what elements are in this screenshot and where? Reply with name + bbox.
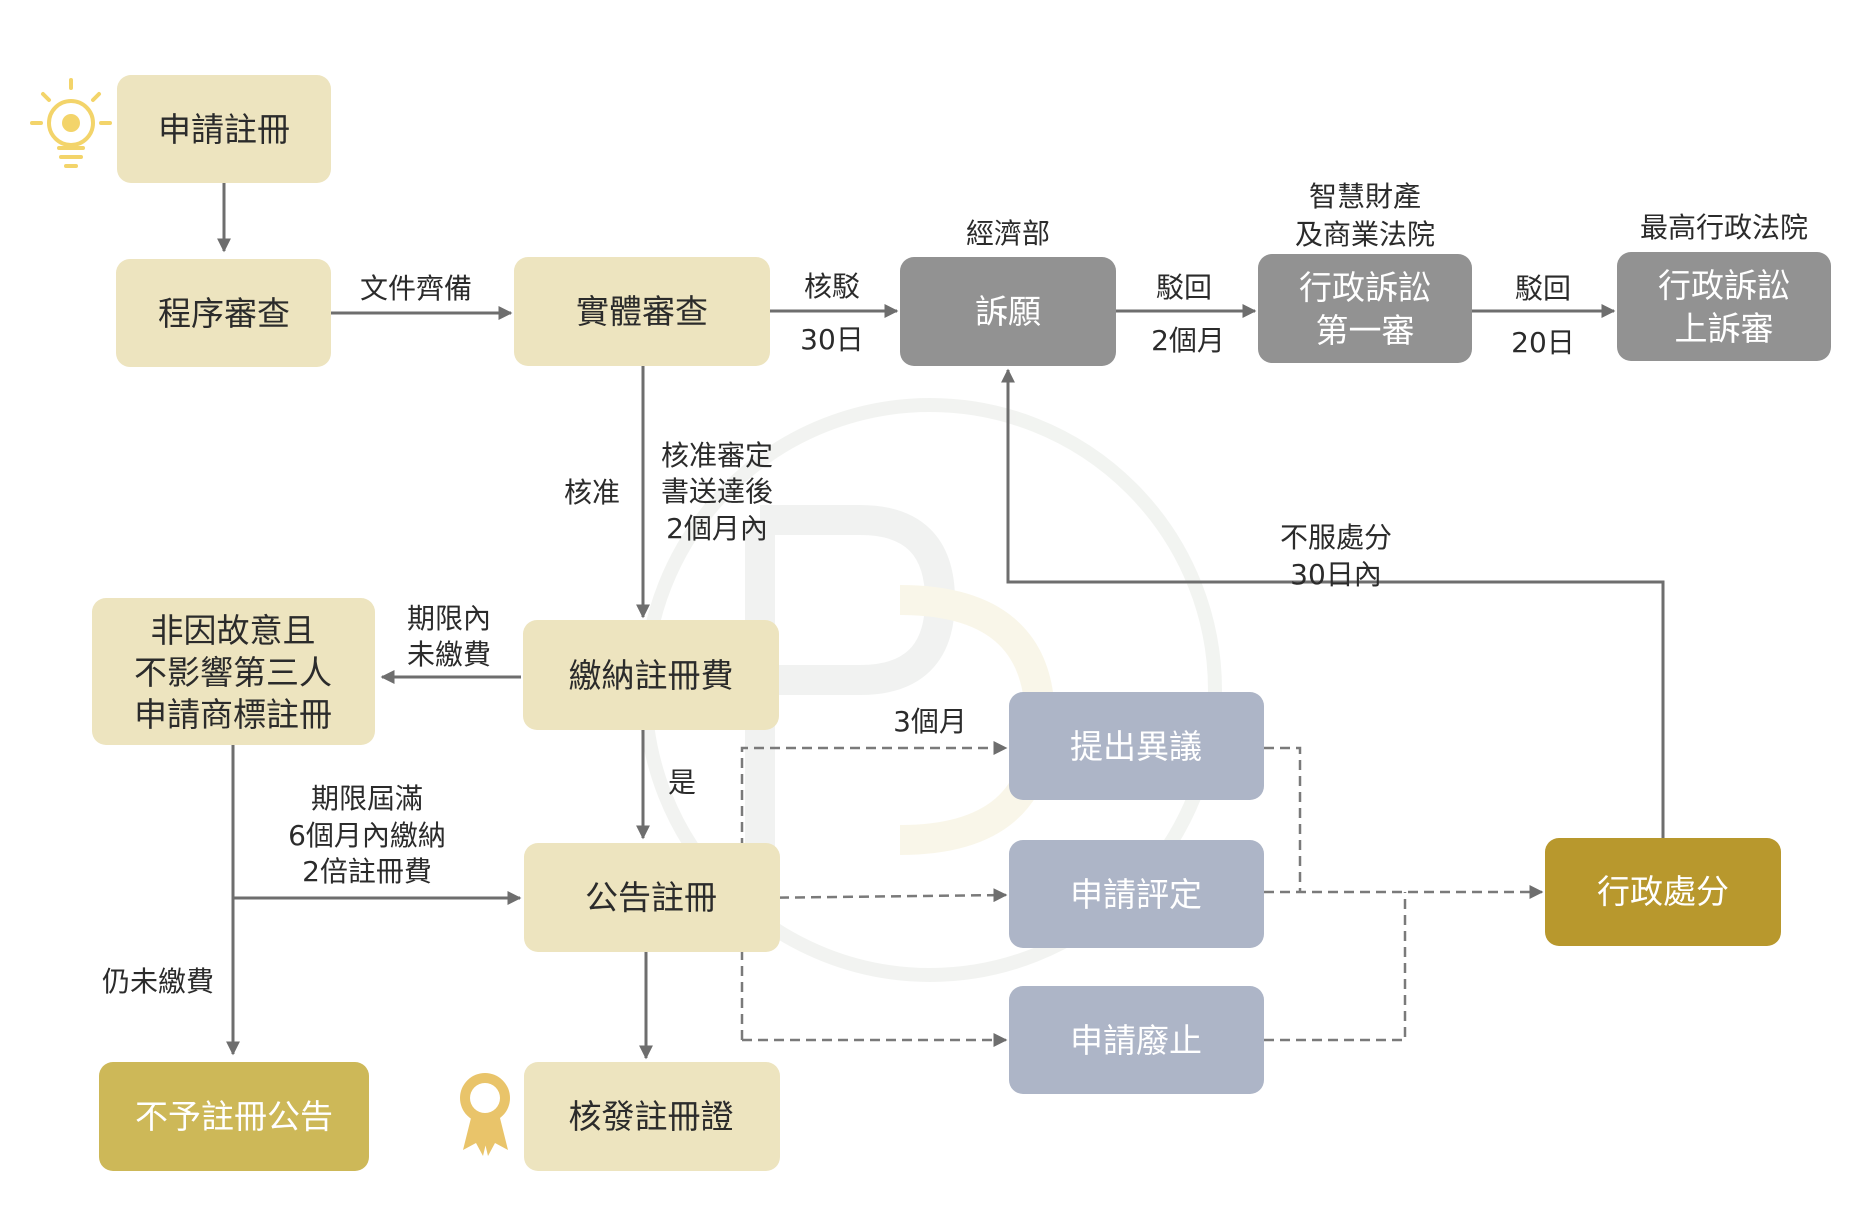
label-supreme-title: 最高行政法院 xyxy=(1640,211,1808,244)
node-reinstate-label-3: 申請商標註冊 xyxy=(134,695,332,734)
label-unpaid-2: 未繳費 xyxy=(407,638,491,671)
label-reject: 核駁 xyxy=(804,270,860,303)
label-unpaid-1: 期限內 xyxy=(407,602,491,635)
node-supreme-court: 行政訴訟 上訴審 xyxy=(1617,252,1831,361)
lightbulb-gear-icon xyxy=(30,78,112,168)
label-return-2: 駁回 xyxy=(1515,272,1571,305)
node-opposition-label: 提出異議 xyxy=(1070,727,1202,766)
annotations: 文件齊備 核駁 30日 經濟部 駁回 2個月 智慧財產 及商業法院 駁回 20日… xyxy=(102,180,1808,998)
label-ministry: 經濟部 xyxy=(966,217,1050,250)
node-pay-fee-label: 繳納註冊費 xyxy=(569,656,734,695)
node-supreme-court-label-1: 行政訴訟 xyxy=(1658,266,1790,305)
node-substantive-review-label: 實體審查 xyxy=(576,292,708,331)
node-substantive-review: 實體審查 xyxy=(514,257,770,366)
label-approve: 核准 xyxy=(564,476,620,509)
label-dispute-1: 不服處分 xyxy=(1280,521,1392,554)
label-approve-note-1: 核准審定 xyxy=(661,439,773,472)
label-ip-court-title-1: 智慧財產 xyxy=(1309,180,1421,213)
label-still-unpaid: 仍未繳費 xyxy=(102,965,214,998)
label-3-months: 3個月 xyxy=(893,705,967,738)
node-invalidation: 申請評定 xyxy=(1009,840,1264,948)
connectors xyxy=(217,183,1665,1060)
node-certificate: 核發註冊證 xyxy=(524,1062,780,1171)
node-publish: 公告註冊 xyxy=(524,843,780,952)
label-expire-3: 2倍註冊費 xyxy=(302,855,432,888)
label-docs-ready: 文件齊備 xyxy=(360,272,472,305)
node-apply: 申請註冊 xyxy=(117,75,331,183)
label-ip-court-title-2: 及商業法院 xyxy=(1295,218,1435,251)
node-revocation-label: 申請廢止 xyxy=(1070,1021,1202,1060)
node-reinstate-label-1: 非因故意且 xyxy=(151,611,316,650)
node-no-publish: 不予註冊公告 xyxy=(99,1062,369,1171)
node-supreme-court-label-2: 上訴審 xyxy=(1675,309,1774,348)
node-reinstate: 非因故意且 不影響第三人 申請商標註冊 xyxy=(92,598,375,745)
label-yes: 是 xyxy=(668,766,696,799)
node-publish-label: 公告註冊 xyxy=(585,878,717,917)
label-30-days: 30日 xyxy=(800,323,864,356)
node-ip-court-label-2: 第一審 xyxy=(1316,311,1415,350)
node-petition-label: 訴願 xyxy=(975,292,1041,331)
node-admin-decision-label: 行政處分 xyxy=(1597,872,1729,911)
label-dispute-2: 30日內 xyxy=(1290,558,1382,591)
node-petition: 訴願 xyxy=(900,257,1116,366)
node-no-publish-label: 不予註冊公告 xyxy=(135,1097,333,1136)
node-invalidation-label: 申請評定 xyxy=(1070,875,1202,914)
label-approve-note-3: 2個月內 xyxy=(666,512,768,545)
award-ribbon-icon xyxy=(460,1073,510,1156)
label-20-days: 20日 xyxy=(1511,326,1575,359)
node-procedural-review: 程序審查 xyxy=(116,259,331,367)
node-admin-decision: 行政處分 xyxy=(1545,838,1781,946)
node-revocation: 申請廢止 xyxy=(1009,986,1264,1094)
node-reinstate-label-2: 不影響第三人 xyxy=(134,653,332,692)
node-ip-court: 行政訴訟 第一審 xyxy=(1258,254,1472,363)
node-pay-fee: 繳納註冊費 xyxy=(523,620,779,730)
label-2-months: 2個月 xyxy=(1151,324,1225,357)
label-approve-note-2: 書送達後 xyxy=(661,475,773,508)
label-return-1: 駁回 xyxy=(1156,271,1212,304)
node-certificate-label: 核發註冊證 xyxy=(569,1097,734,1136)
label-expire-2: 6個月內繳納 xyxy=(288,819,446,852)
node-opposition: 提出異議 xyxy=(1009,692,1264,800)
label-expire-1: 期限屆滿 xyxy=(311,782,423,815)
node-ip-court-label-1: 行政訴訟 xyxy=(1299,268,1431,307)
node-apply-label: 申請註冊 xyxy=(158,110,290,149)
node-procedural-review-label: 程序審查 xyxy=(158,294,290,333)
